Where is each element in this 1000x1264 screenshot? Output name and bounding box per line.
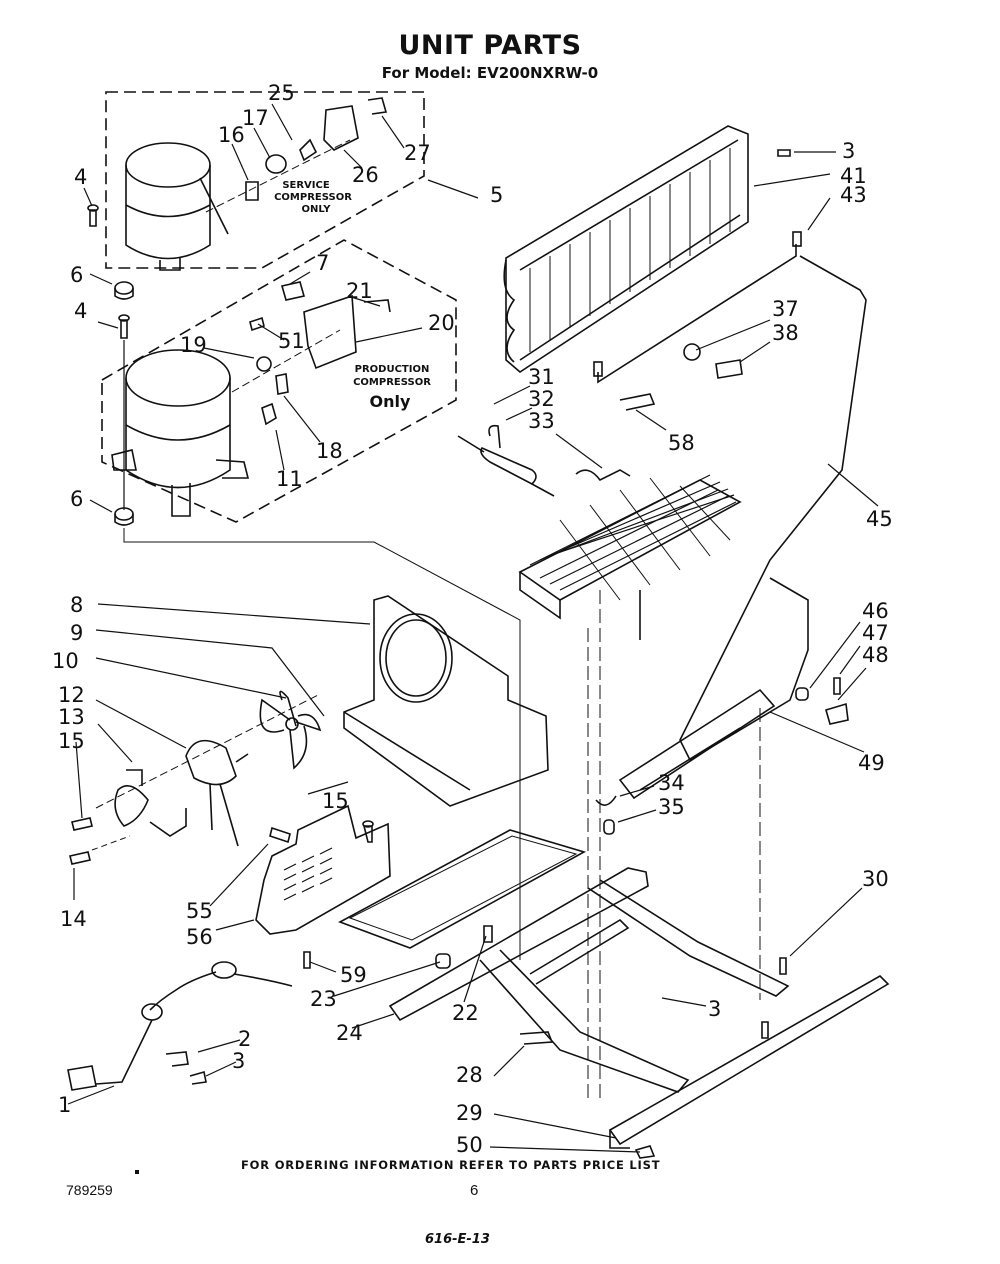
screw-icon [362, 820, 374, 843]
screw-icon [69, 851, 91, 865]
callout-part-48: 48 [862, 643, 889, 667]
callout-part-23: 23 [310, 987, 337, 1011]
handwritten-code: 616-E-13 [425, 1232, 490, 1247]
callout-part-24: 24 [336, 1021, 363, 1045]
callout-part-49: 49 [858, 751, 885, 775]
fan-motor-icon [91, 693, 321, 851]
small-parts-icon [619, 149, 791, 411]
callout-part-14: 14 [60, 907, 87, 931]
callout-part-58: 58 [668, 431, 695, 455]
production-compressor-note-line-2: COMPRESSOR [353, 377, 431, 388]
callout-part-5: 5 [490, 183, 503, 207]
production-relay-parts-icon [231, 281, 391, 426]
callout-part-59: 59 [340, 963, 367, 987]
condenser-tubing-icon [593, 231, 867, 762]
callout-part-26: 26 [352, 163, 379, 187]
production-compressor-note-line-1: PRODUCTION [355, 364, 430, 375]
callout-part-32: 32 [528, 387, 555, 411]
page-number: 6 [470, 1182, 479, 1199]
callout-part-46: 46 [862, 599, 889, 623]
callout-part-10: 10 [52, 649, 79, 673]
callout-part-33: 33 [528, 409, 555, 433]
callout-part-31: 31 [528, 365, 555, 389]
callout-part-4: 4 [74, 165, 87, 189]
callout-part-12: 12 [58, 683, 85, 707]
screw-icon [269, 826, 291, 844]
callout-part-2: 2 [238, 1027, 251, 1051]
callout-part-21: 21 [346, 279, 373, 303]
callout-part-15: 15 [58, 729, 85, 753]
cover-panel-icon [255, 804, 391, 935]
grommet-icon [114, 507, 134, 526]
callout-part-11: 11 [276, 467, 303, 491]
callout-part-1: 1 [58, 1093, 71, 1117]
fan-blade-icon [259, 690, 322, 770]
callout-part-16: 16 [218, 123, 245, 147]
callout-part-19: 19 [180, 333, 207, 357]
callout-part-47: 47 [862, 621, 889, 645]
callout-part-29: 29 [456, 1101, 483, 1125]
callout-part-4: 4 [74, 299, 87, 323]
callout-part-51: 51 [278, 329, 305, 353]
callout-part-3: 3 [232, 1049, 245, 1073]
callout-part-27: 27 [404, 141, 431, 165]
callout-part-43: 43 [840, 183, 867, 207]
callout-part-37: 37 [772, 297, 799, 321]
insulation-pad-icon [338, 829, 587, 949]
callout-part-35: 35 [658, 795, 685, 819]
callout-part-17: 17 [242, 106, 269, 130]
bolt-icon [87, 204, 99, 227]
callout-part-6: 6 [70, 487, 83, 511]
callout-part-25: 25 [268, 81, 295, 105]
callout-part-50: 50 [456, 1133, 483, 1157]
leader-lines [67, 103, 879, 1153]
service-compressor-note-line-2: COMPRESSOR [274, 192, 352, 203]
callout-part-3: 3 [842, 139, 855, 163]
callout-part-30: 30 [862, 867, 889, 891]
production-compressor-icon [111, 349, 250, 517]
screw-icon [71, 817, 93, 831]
model-subtitle: For Model: EV200NXRW-0 [381, 64, 599, 82]
callout-part-28: 28 [456, 1063, 483, 1087]
evaporator-coil-icon [518, 469, 742, 640]
callout-part-41: 41 [840, 164, 867, 188]
drain-parts-icon [595, 677, 849, 835]
page-title: UNIT PARTS [398, 30, 582, 61]
drain-trough-icon [618, 688, 776, 800]
service-compressor-note-line-3: ONLY [302, 204, 332, 215]
power-cord-icon [67, 961, 293, 1091]
print-mark [135, 1170, 139, 1174]
production-compressor-note-line-3: Only [370, 392, 411, 411]
document-number: 789259 [66, 1182, 113, 1198]
service-relay-parts-icon [205, 97, 388, 213]
callout-part-18: 18 [316, 439, 343, 463]
callout-part-7: 7 [316, 251, 329, 275]
grommet-icon [114, 281, 134, 300]
base-frame-icon [303, 867, 890, 1159]
callout-part-34: 34 [658, 771, 685, 795]
condenser-coil-icon [503, 125, 749, 373]
callout-part-20: 20 [428, 311, 455, 335]
drier-icon [457, 424, 555, 497]
service-compressor-group-outline [105, 91, 425, 269]
callout-part-38: 38 [772, 321, 799, 345]
callout-part-3: 3 [708, 997, 721, 1021]
service-compressor-icon [125, 142, 229, 271]
service-compressor-note-line-1: SERVICE [282, 180, 330, 191]
ordering-information-note: FOR ORDERING INFORMATION REFER TO PARTS … [241, 1158, 661, 1172]
bolt-icon [118, 314, 130, 339]
callout-part-22: 22 [452, 1001, 479, 1025]
production-compressor-group-outline [101, 239, 457, 523]
callout-part-9: 9 [70, 621, 83, 645]
fan-shroud-icon [343, 595, 549, 807]
callout-part-45: 45 [866, 507, 893, 531]
callout-part-55: 55 [186, 899, 213, 923]
callout-part-56: 56 [186, 925, 213, 949]
callout-part-8: 8 [70, 593, 83, 617]
callout-part-13: 13 [58, 705, 85, 729]
callout-part-15: 15 [322, 789, 349, 813]
callout-part-6: 6 [70, 263, 83, 287]
